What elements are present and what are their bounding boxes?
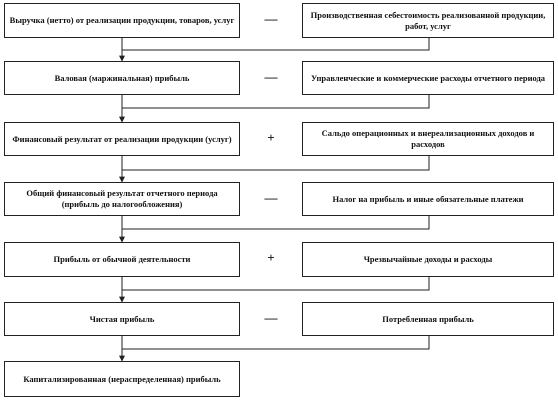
- left-box-pretax-profit: Общий финансовый результат отчетного пер…: [4, 182, 240, 216]
- left-box-sales-result: Финансовый результат от реализации проду…: [4, 122, 240, 156]
- operator-plus-5: +: [267, 250, 275, 265]
- left-box-net-profit: Чистая прибыль: [4, 302, 240, 336]
- right-box-income-tax: Налог на прибыль и иные обязательные пла…: [302, 182, 554, 216]
- right-box-extraordinary: Чрезвычайные доходы и расходы: [302, 242, 554, 277]
- feedback-line-4: [122, 216, 430, 230]
- operator-minus-4: —: [264, 190, 278, 205]
- right-box-cost-of-sales: Производственная себестоимость реализова…: [302, 3, 554, 38]
- feedback-line-1: [122, 38, 430, 51]
- operator-plus-3: +: [267, 130, 275, 145]
- feedback-line-5: [122, 277, 430, 291]
- feedback-line-3: [122, 156, 430, 171]
- feedback-line-6: [122, 336, 430, 350]
- operator-minus-1: —: [264, 11, 278, 26]
- right-box-other-income: Сальдо операционных и внереализационных …: [302, 122, 554, 156]
- feedback-line-2: [122, 95, 430, 109]
- right-box-admin-expenses: Управленческие и коммерческие расходы от…: [302, 61, 554, 95]
- operator-minus-6: —: [264, 310, 278, 325]
- left-box-gross-profit: Валовая (маржинальная) прибыль: [4, 61, 240, 95]
- left-box-ordinary-profit: Прибыль от обычной деятельности: [4, 242, 240, 277]
- right-box-consumed-profit: Потребленная прибыль: [302, 302, 554, 336]
- left-box-revenue: Выручка (нетто) от реализации продукции,…: [4, 3, 240, 38]
- left-box-retained-profit: Капитализированная (нераспределенная) пр…: [4, 361, 240, 397]
- operator-minus-2: —: [264, 69, 278, 84]
